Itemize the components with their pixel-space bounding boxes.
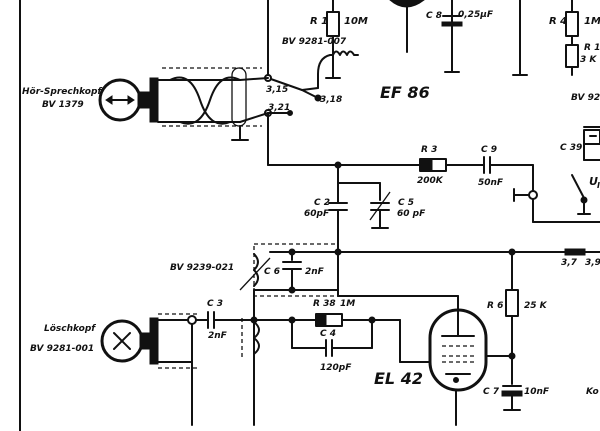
r38-value: 1M	[340, 299, 355, 309]
erase-core	[149, 317, 159, 365]
erase-head-name: Löschkopf	[44, 324, 96, 334]
ef86-label: EF 86	[380, 83, 430, 102]
r3-fill	[419, 158, 433, 172]
ko-partial-label: Ko	[586, 387, 599, 397]
r6-value: 25 K	[524, 301, 548, 311]
switch-link	[301, 87, 319, 91]
coil-top	[317, 50, 359, 89]
record-play-head-gap	[137, 91, 151, 109]
ef86-tube-envelope	[389, 0, 425, 8]
r14-value: 3 K	[580, 55, 597, 65]
r4-resistor	[565, 11, 579, 37]
terminal-318: 3,18	[320, 95, 342, 105]
winding-1	[169, 76, 231, 125]
c7-value: 10nF	[524, 387, 550, 397]
el42-cathode-node	[453, 377, 459, 383]
head-arrow-right	[127, 95, 135, 105]
terminal-315: 3,15	[266, 85, 288, 95]
erase-x-2	[113, 332, 131, 350]
terminal-37: 3,7	[561, 258, 578, 268]
c3-ref: C 3	[207, 299, 223, 309]
coil-top-label: BV 9281-007	[282, 37, 347, 47]
coil-mid-winding	[253, 253, 259, 287]
erase-head-model: BV 9281-001	[30, 344, 94, 354]
winding-2	[179, 76, 241, 125]
c5-trimmer-arrow	[369, 191, 391, 221]
c5-ref: C 5	[398, 198, 414, 208]
c2-value: 60pF	[304, 209, 330, 219]
record-play-core	[149, 77, 159, 123]
c39-ref: C 39	[560, 143, 582, 153]
node-c6	[288, 248, 296, 256]
c9-ref: C 9	[481, 145, 497, 155]
r6-ref: R 6	[487, 301, 503, 311]
c3-value: 2nF	[208, 331, 228, 341]
node-r6	[508, 352, 516, 360]
jack-c9	[528, 190, 538, 200]
erase-head-gap	[139, 332, 151, 350]
switch-arm-318	[301, 89, 319, 99]
r38-fill	[315, 313, 327, 327]
c4-value: 120pF	[320, 363, 352, 373]
c7-ref: C 7	[483, 387, 500, 397]
r1-ref: R 1	[310, 16, 328, 27]
r38-ref: R 38	[313, 299, 336, 309]
c5-value: 60 pF	[397, 209, 426, 219]
r6-resistor	[505, 289, 519, 317]
r1-value: 10M	[344, 16, 368, 27]
switch-arm-top	[267, 77, 303, 91]
head-arrow-left	[105, 95, 113, 105]
osc-coil	[253, 321, 260, 355]
record-play-leads	[157, 79, 241, 123]
r3-ref: R 3	[421, 145, 437, 155]
u1-switch-arm	[571, 174, 585, 199]
record-play-head-model: BV 1379	[42, 100, 84, 110]
record-play-head-name: Hör-Sprechkopf	[22, 87, 102, 97]
head-to-321	[239, 112, 269, 123]
head-to-315	[239, 77, 269, 81]
bv926-label: BV 926	[571, 93, 600, 103]
c9-value: 50nF	[478, 178, 504, 188]
u1-label: U	[589, 175, 598, 188]
c8-ref: C 8	[426, 11, 442, 21]
shield-capsule	[231, 67, 247, 127]
c7-plate-2	[501, 390, 523, 397]
r4-ref: R 4	[549, 16, 567, 27]
terminal-321: 3,21	[268, 103, 290, 113]
u1-sub: I	[597, 181, 600, 190]
terminal-39: 3,9	[585, 258, 600, 268]
r3-value: 200K	[417, 176, 444, 186]
c8-plate-2	[441, 21, 463, 27]
c4-ref: C 4	[320, 329, 336, 339]
r14-ref: R 14	[584, 43, 600, 53]
c2-ref: C 2	[314, 198, 330, 208]
erase-jack	[187, 315, 197, 325]
coil-mid-label: BV 9239-021	[170, 263, 234, 273]
r1-resistor	[326, 11, 340, 37]
el42-label: EL 42	[374, 369, 423, 388]
terminal-37-block	[564, 248, 586, 256]
r4-value: 1M	[584, 16, 600, 27]
c6-ref: C 6	[264, 267, 280, 277]
erase-leads	[157, 319, 201, 363]
r14-resistor	[565, 44, 579, 68]
c8-value: 0,25µF	[458, 10, 494, 20]
contact-321-pivot	[287, 110, 293, 116]
c6-value: 2nF	[305, 267, 325, 277]
coil-mid-arrow	[239, 257, 271, 291]
